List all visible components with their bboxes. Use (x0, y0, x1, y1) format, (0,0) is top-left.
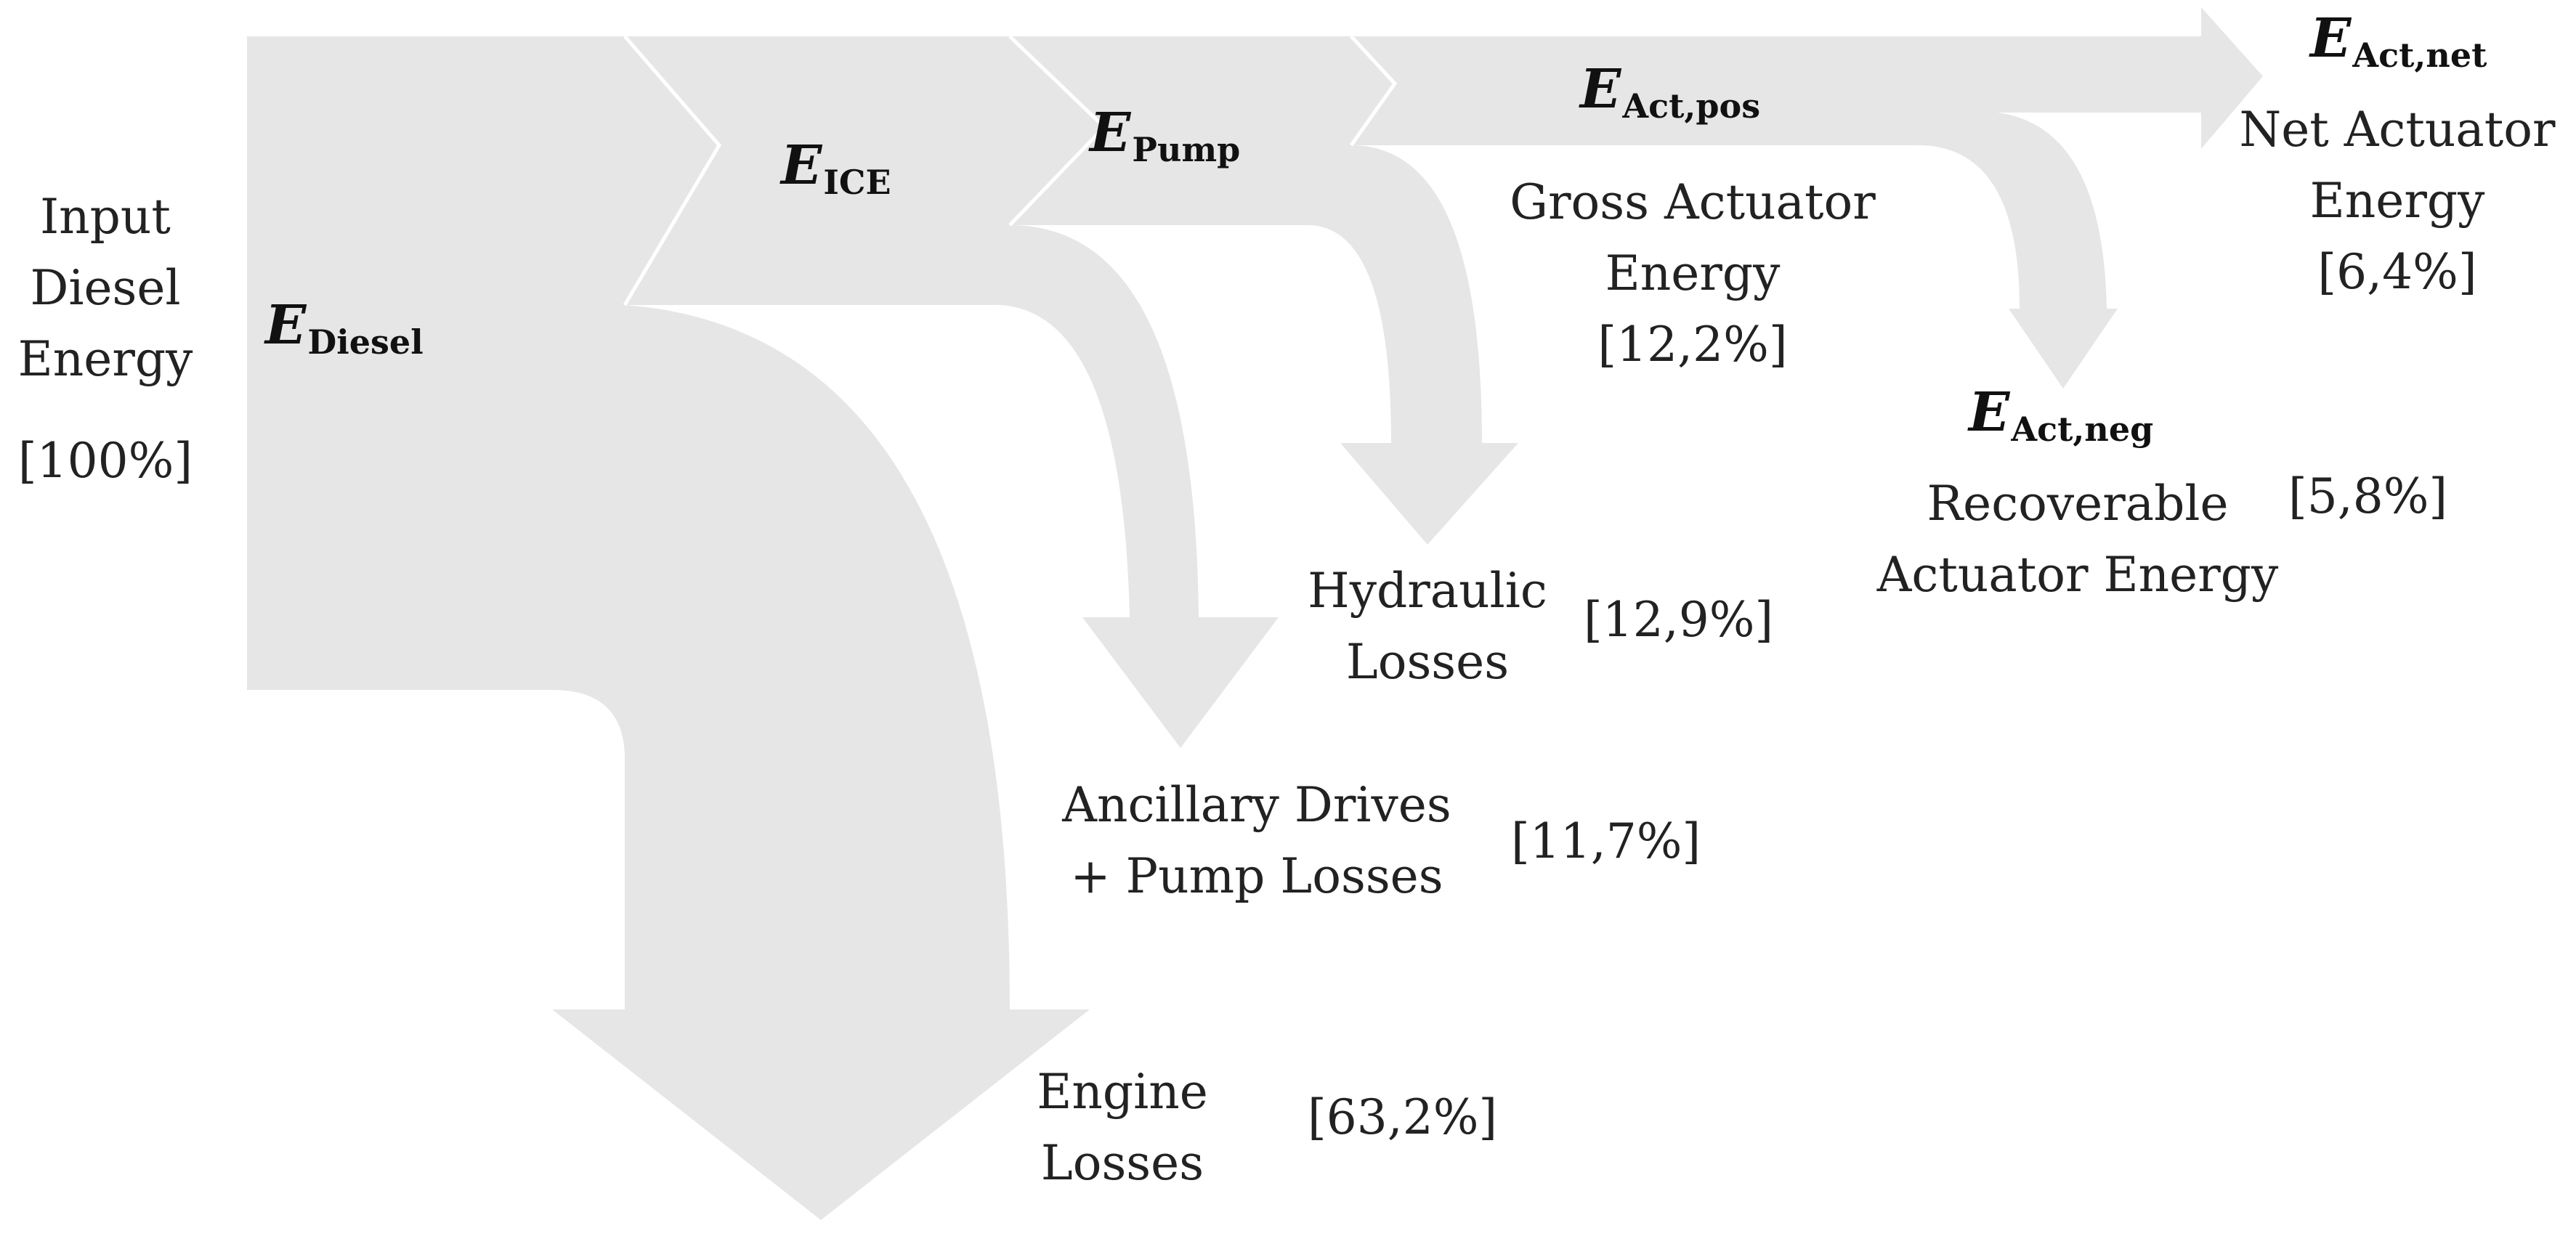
e-ice-subscript: ICE (823, 163, 891, 202)
input-line-2: Diesel (30, 260, 181, 316)
net-actuator-line-1: Net Actuator (2239, 102, 2556, 158)
ancillary-losses-line-1: Ancillary Drives (1062, 777, 1451, 833)
e-act-net-label: EAct,net (2310, 7, 2487, 75)
engine-losses-line-2: Losses (1040, 1135, 1204, 1191)
hydraulic-losses-flow (1010, 36, 1518, 545)
separator-ice (623, 35, 722, 306)
net-actuator-line-2: Energy (2309, 173, 2485, 229)
engine-losses-label: Engine Losses (1021, 1057, 1224, 1199)
e-act-net-subscript: Act,net (2352, 36, 2487, 75)
input-line-1: Input (40, 189, 171, 245)
engine-losses-line-1: Engine (1037, 1064, 1208, 1120)
e-pump-label: EPump (1090, 102, 1240, 169)
net-actuator-label: Net Actuator Energy [6,4%] (2223, 94, 2572, 308)
e-act-neg-symbol: E (1969, 381, 2010, 444)
input-line-3: Energy (17, 331, 193, 387)
recoverable-actuator-percent: [5,8%] (2288, 468, 2448, 524)
e-act-pos-symbol: E (1580, 58, 1621, 121)
e-ice-label: EICE (781, 134, 891, 202)
gross-actuator-percent: [12,2%] (1597, 317, 1788, 373)
gross-actuator-line-2: Energy (1605, 245, 1781, 301)
stage-separators (623, 35, 1398, 306)
e-act-neg-label: EAct,neg (1969, 381, 2153, 449)
recoverable-actuator-line-1: Recoverable (1927, 476, 2229, 532)
ancillary-losses-label: Ancillary Drives + Pump Losses (1039, 770, 1475, 912)
ancillary-losses-flow (625, 36, 1279, 748)
e-act-pos-subscript: Act,pos (1622, 86, 1761, 126)
ancillary-losses-line-2: + Pump Losses (1070, 848, 1443, 904)
net-actuator-percent: [6,4%] (2317, 244, 2477, 300)
recoverable-actuator-label: Recoverable Actuator Energy (1845, 468, 2310, 611)
e-act-net-symbol: E (2310, 7, 2352, 70)
ancillary-losses-percent: [11,7%] (1511, 813, 1701, 869)
hydraulic-losses-line-2: Losses (1345, 634, 1510, 690)
e-pump-subscript: Pump (1132, 130, 1241, 169)
e-diesel-symbol: E (265, 294, 307, 357)
engine-losses-percent: [63,2%] (1308, 1089, 1498, 1145)
e-act-neg-subscript: Act,neg (2011, 410, 2154, 449)
hydraulic-losses-line-1: Hydraulic (1308, 563, 1547, 619)
gross-actuator-label: Gross Actuator Energy [12,2%] (1489, 167, 1896, 381)
separator-pump (1008, 35, 1107, 227)
recoverable-actuator-line-2: Actuator Energy (1876, 547, 2279, 603)
input-percent: [100%] (17, 433, 193, 489)
actuator-flow (1351, 7, 2263, 389)
e-diesel-subscript: Diesel (307, 322, 424, 362)
hydraulic-losses-label: Hydraulic Losses (1289, 556, 1566, 698)
e-pump-symbol: E (1090, 102, 1131, 164)
e-act-pos-label: EAct,pos (1580, 58, 1760, 126)
input-label: Input Diesel Energy [100%] (7, 182, 203, 497)
engine-losses-flow (247, 36, 1090, 1220)
e-ice-symbol: E (781, 134, 822, 197)
energy-flows (247, 7, 2263, 1220)
gross-actuator-line-1: Gross Actuator (1510, 174, 1876, 230)
separator-actuator (1349, 35, 1398, 147)
hydraulic-losses-percent: [12,9%] (1584, 592, 1774, 648)
e-diesel-label: EDiesel (265, 294, 424, 362)
